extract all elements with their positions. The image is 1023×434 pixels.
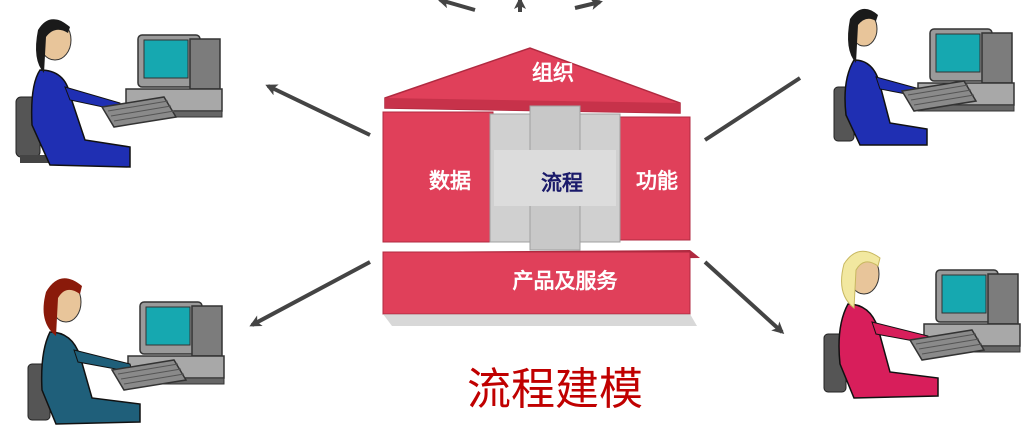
user-bottom-right [823,250,1021,399]
data-block [382,111,494,243]
products-services-block [382,251,691,315]
arrow-bottom-left [249,260,371,327]
arrow-top-1 [437,0,476,12]
user-bottom-left [27,278,225,425]
arrow-top-3 [574,0,603,10]
function-label: 功能 [636,169,678,193]
house-diagram: 组织 数据 流程 功能 产品及服务 [382,47,700,326]
process-block [489,105,621,251]
data-label: 数据 [429,169,471,193]
arrow-bottom-right [703,260,785,335]
roof-label: 组织 [532,61,574,85]
user-top-right [833,8,1015,146]
arrow-top-left [265,84,371,137]
arrow-top-right [703,76,802,142]
products-services-label: 产品及服务 [513,269,619,293]
caption: 流程建模 [467,364,643,415]
user-top-left [15,19,223,168]
process-label: 流程 [541,171,583,195]
